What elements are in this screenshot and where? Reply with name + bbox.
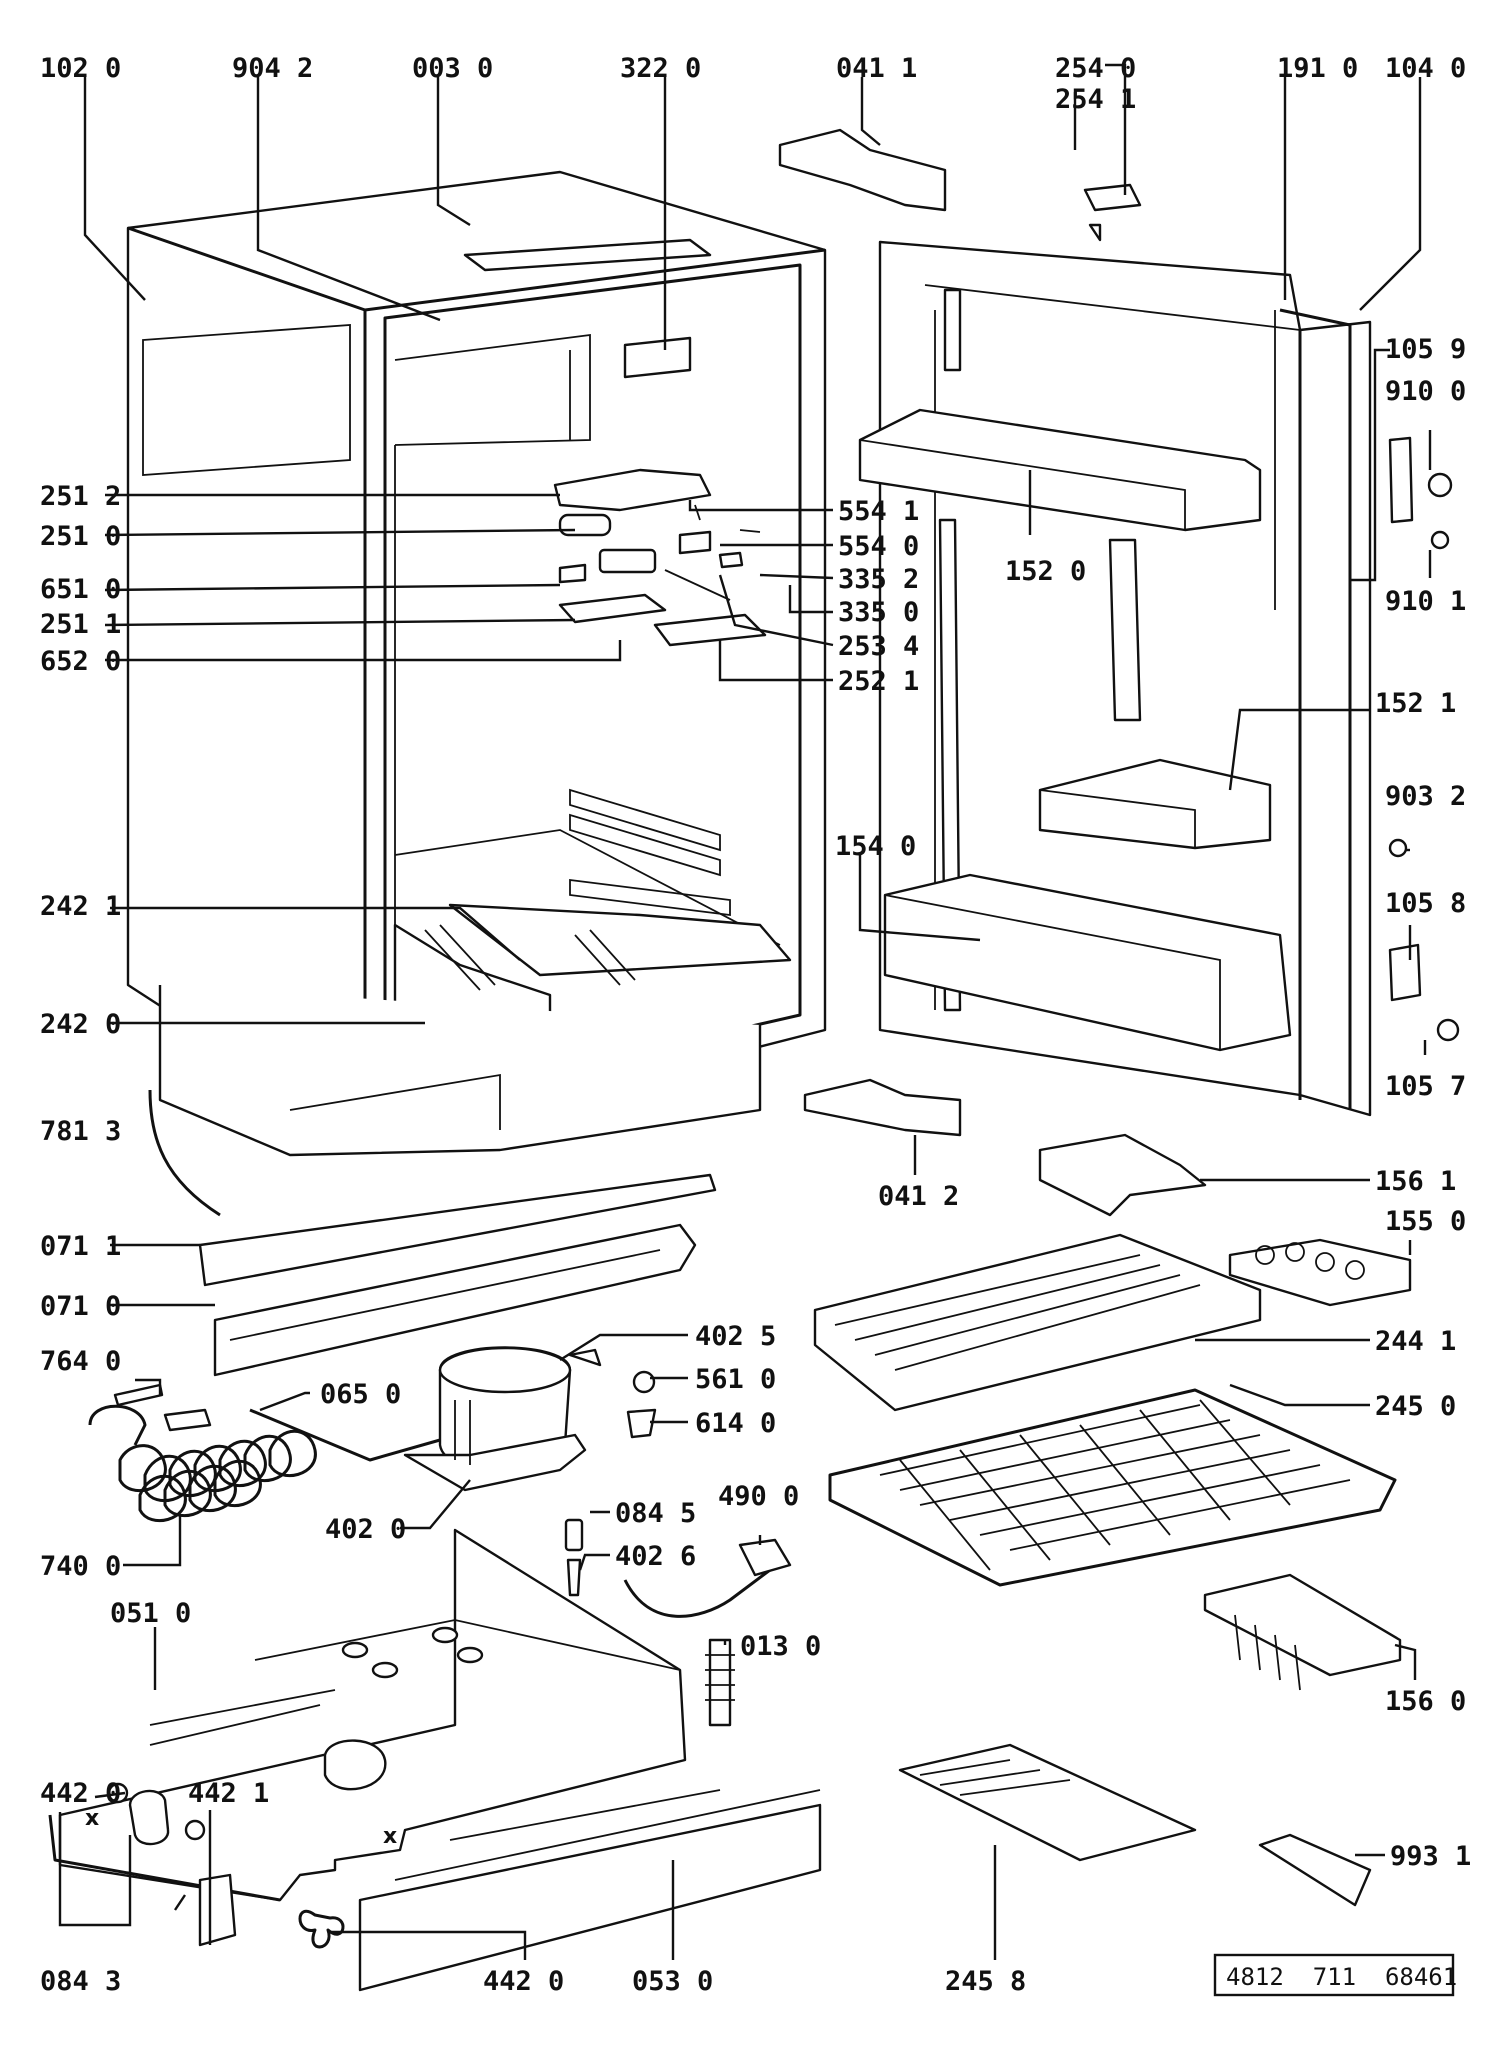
label-155-0: 155 0 bbox=[1385, 1206, 1466, 1237]
shelves-and-accessories bbox=[813, 1133, 1412, 1907]
label-105-7: 105 7 bbox=[1385, 1071, 1466, 1102]
label-245-8: 245 8 bbox=[945, 1966, 1026, 1997]
label-254-0: 254 0 bbox=[1055, 53, 1136, 84]
label-910-1: 910 1 bbox=[1385, 586, 1466, 617]
label-251-2: 251 2 bbox=[40, 481, 121, 512]
label-084-5: 084 5 bbox=[615, 1498, 696, 1529]
label-402-0: 402 0 bbox=[325, 1514, 406, 1545]
label-071-1: 071 1 bbox=[40, 1231, 121, 1262]
label-252-1: 252 1 bbox=[838, 666, 919, 697]
label-490-0: 490 0 bbox=[718, 1481, 799, 1512]
label-781-3: 781 3 bbox=[40, 1116, 121, 1147]
label-084-3: 084 3 bbox=[40, 1966, 121, 1997]
label-071-0: 071 0 bbox=[40, 1291, 121, 1322]
label-910-0: 910 0 bbox=[1385, 376, 1466, 407]
label-740-0: 740 0 bbox=[40, 1551, 121, 1582]
base-frame bbox=[48, 1528, 822, 1992]
label-156-0: 156 0 bbox=[1385, 1686, 1466, 1717]
label-554-1: 554 1 bbox=[838, 496, 919, 527]
label-402-5: 402 5 bbox=[695, 1321, 776, 1352]
base-trims bbox=[148, 1089, 717, 1377]
label-244-1: 244 1 bbox=[1375, 1326, 1456, 1357]
cross-mark-center: x bbox=[383, 1824, 397, 1849]
label-051-0: 051 0 bbox=[110, 1598, 191, 1629]
label-442-1: 442 1 bbox=[188, 1778, 269, 1809]
document-number-box: 4812 711 68461 bbox=[1213, 1953, 1457, 1997]
label-442-0-bottom: 442 0 bbox=[483, 1966, 564, 1997]
label-105-9: 105 9 bbox=[1385, 334, 1466, 365]
cross-mark-left: x bbox=[85, 1806, 99, 1831]
label-903-2: 903 2 bbox=[1385, 781, 1466, 812]
label-102-0: 102 0 bbox=[40, 53, 121, 84]
label-251-0: 251 0 bbox=[40, 521, 121, 552]
label-003-0: 003 0 bbox=[412, 53, 493, 84]
thermostat-lamp-assembly bbox=[553, 468, 767, 647]
label-013-0: 013 0 bbox=[740, 1631, 821, 1662]
label-156-1: 156 1 bbox=[1375, 1166, 1456, 1197]
label-245-0: 245 0 bbox=[1375, 1391, 1456, 1422]
label-065-0: 065 0 bbox=[320, 1379, 401, 1410]
label-253-4: 253 4 bbox=[838, 631, 919, 662]
label-251-1: 251 1 bbox=[40, 609, 121, 640]
label-041-2: 041 2 bbox=[878, 1181, 959, 1212]
cabinet-body bbox=[126, 170, 827, 1157]
leader-lines bbox=[58, 63, 1432, 1960]
label-561-0: 561 0 bbox=[695, 1364, 776, 1395]
label-614-0: 614 0 bbox=[695, 1408, 776, 1439]
label-242-1: 242 1 bbox=[40, 891, 121, 922]
compressor-condenser bbox=[88, 1346, 792, 1618]
label-152-1: 152 1 bbox=[1375, 688, 1456, 719]
label-651-0: 651 0 bbox=[40, 574, 121, 605]
label-041-1: 041 1 bbox=[836, 53, 917, 84]
label-191-0: 191 0 bbox=[1277, 53, 1358, 84]
label-442-0-top: 442 0 bbox=[40, 1778, 121, 1809]
part-labels: 102 0 904 2 003 0 322 0 041 1 254 0 254 … bbox=[40, 53, 1471, 1997]
label-105-8: 105 8 bbox=[1385, 888, 1466, 919]
label-904-2: 904 2 bbox=[232, 53, 313, 84]
document-number: 4812 711 68461 bbox=[1226, 1963, 1457, 1991]
label-242-0: 242 0 bbox=[40, 1009, 121, 1040]
label-402-6: 402 6 bbox=[615, 1541, 696, 1572]
label-053-0: 053 0 bbox=[632, 1966, 713, 1997]
label-322-0: 322 0 bbox=[620, 53, 701, 84]
label-104-0: 104 0 bbox=[1385, 53, 1466, 84]
label-335-2: 335 2 bbox=[838, 564, 919, 595]
door-small-parts bbox=[1388, 436, 1460, 1042]
label-254-1: 254 1 bbox=[1055, 84, 1136, 115]
label-154-0: 154 0 bbox=[835, 831, 916, 862]
label-764-0: 764 0 bbox=[40, 1346, 121, 1377]
label-554-0: 554 0 bbox=[838, 531, 919, 562]
label-993-1: 993 1 bbox=[1390, 1841, 1471, 1872]
label-152-0: 152 0 bbox=[1005, 556, 1086, 587]
label-652-0: 652 0 bbox=[40, 646, 121, 677]
label-335-0: 335 0 bbox=[838, 597, 919, 628]
door-assembly bbox=[778, 128, 1372, 1137]
